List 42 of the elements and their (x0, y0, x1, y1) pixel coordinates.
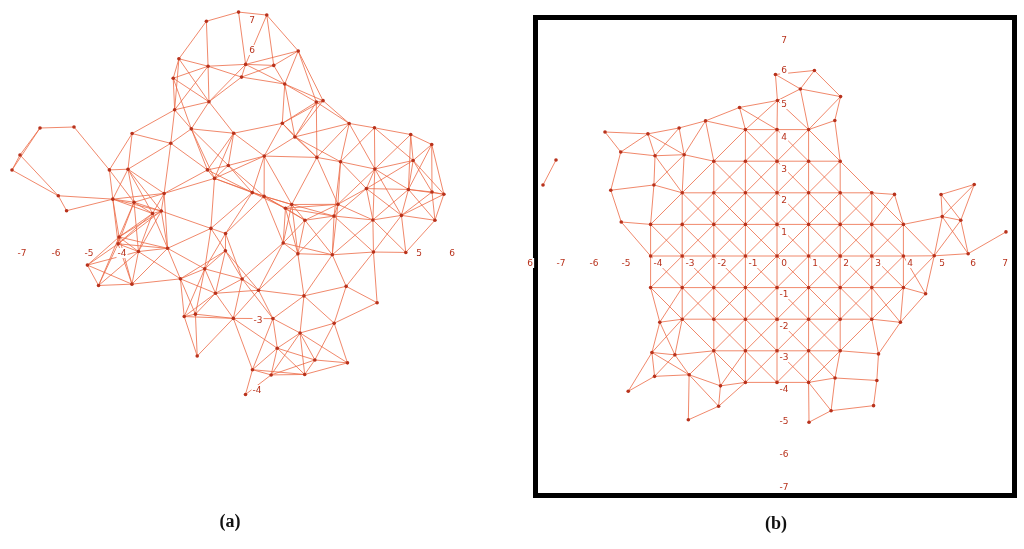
panel-caption: (a) (219, 510, 241, 532)
axis-tick-label: -7 (778, 482, 790, 492)
axis-tick-label: -5 (620, 258, 632, 268)
axis-tick-label: -4 (116, 248, 128, 258)
axis-tick-label: -5 (778, 416, 790, 426)
axis-tick-label: 2 (842, 258, 850, 268)
axis-tick-label: 6 (248, 45, 256, 55)
axis-tick-label: 5 (780, 99, 788, 109)
axis-tick-label: 7 (248, 15, 256, 25)
axis-tick-label: -6 (50, 248, 62, 258)
axis-tick-label: 1 (811, 258, 819, 268)
axis-tick-label: 3 (874, 258, 882, 268)
axis-tick-label: -3 (252, 315, 264, 325)
axis-tick-label: -3 (684, 258, 696, 268)
axis-tick-label: 6 (780, 65, 788, 75)
axis-tick-label: -4 (778, 384, 790, 394)
axis-tick-label: -1 (778, 289, 790, 299)
axis-tick-label: -6 (778, 449, 790, 459)
axis-tick-label: 1 (780, 227, 788, 237)
axis-tick-label: 5 (415, 248, 423, 258)
axis-tick-label: 2 (780, 195, 788, 205)
axis-tick-label: -3 (778, 352, 790, 362)
axis-tick-label: -2 (716, 258, 728, 268)
axis-tick-label: -4 (652, 258, 664, 268)
axis-tick-label: 7 (1001, 258, 1009, 268)
axis-tick-label: 0 (780, 258, 788, 268)
axis-tick-label: -2 (778, 321, 790, 331)
axis-tick-label: 4 (906, 258, 914, 268)
axis-tick-label: 6 (526, 258, 534, 268)
axis-tick-label: 6 (969, 258, 977, 268)
axis-tick-label: -1 (747, 258, 759, 268)
axis-tick-label: 4 (780, 132, 788, 142)
axis-tick-label: -4 (251, 385, 263, 395)
panel-caption: (b) (765, 512, 787, 534)
axis-tick-label: -7 (555, 258, 567, 268)
axis-tick-label: -7 (16, 248, 28, 258)
axis-tick-label: 6 (448, 248, 456, 258)
axis-tick-label: 5 (938, 258, 946, 268)
axis-tick-label: -5 (83, 248, 95, 258)
axis-tick-label: 3 (780, 164, 788, 174)
axis-tick-label: 7 (780, 35, 788, 45)
axis-tick-label: -6 (588, 258, 600, 268)
